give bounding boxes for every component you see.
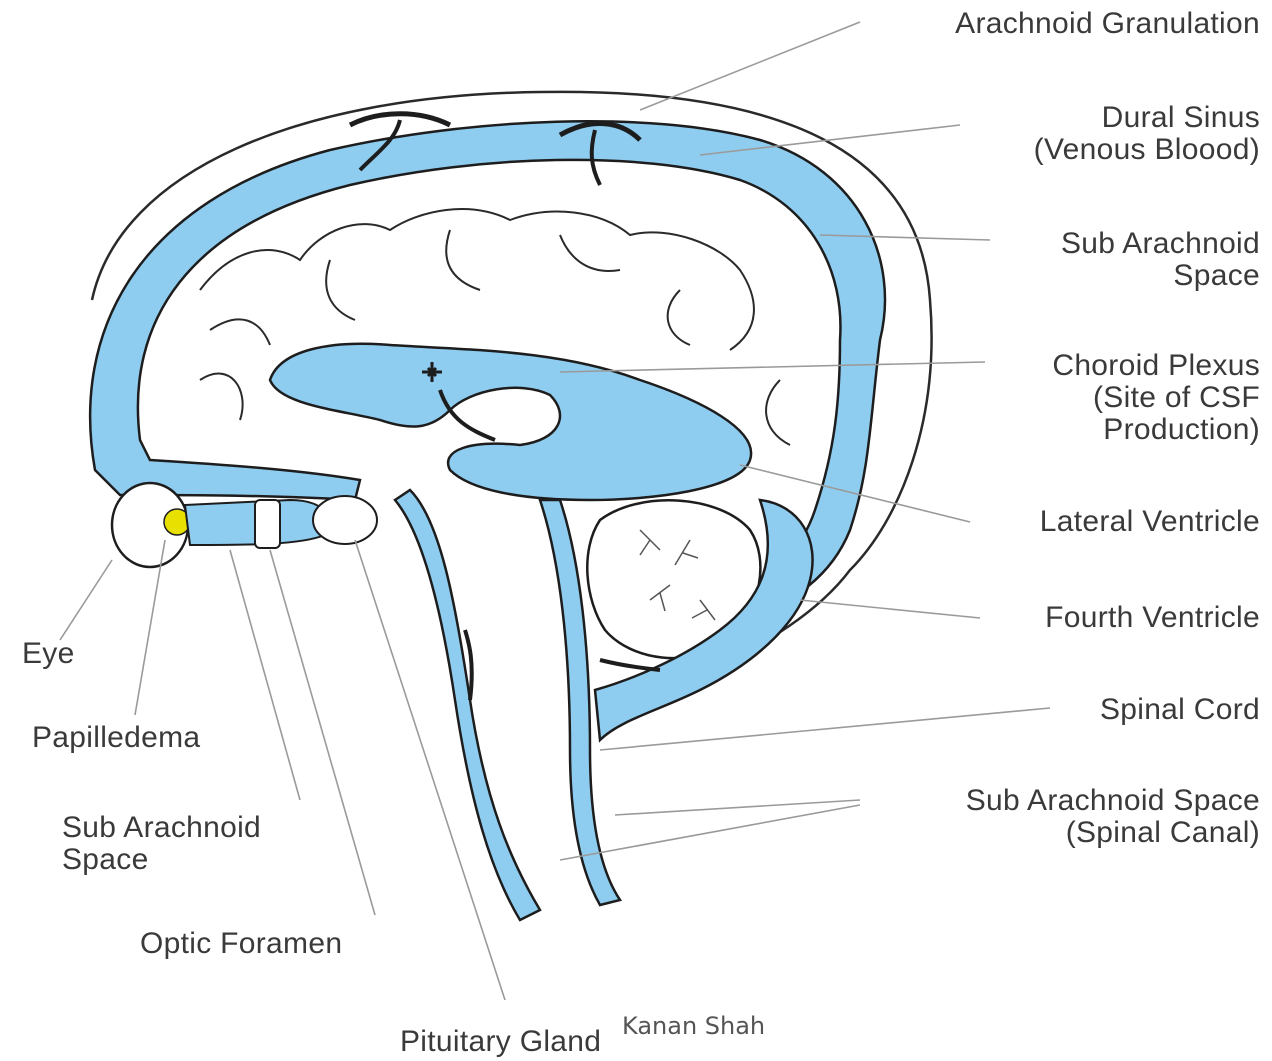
pituitary-region	[313, 496, 377, 544]
label-spinal-cord: Spinal Cord	[900, 694, 1260, 726]
label-dural-sinus-line2: (Venous Bloood)	[900, 134, 1260, 166]
label-sub-arachnoid-space-left: Sub Arachnoid Space	[62, 812, 261, 876]
flow-arrow-fourth	[600, 660, 660, 670]
label-pituitary-gland: Pituitary Gland	[400, 1026, 601, 1058]
author-credit: Kanan Shah	[622, 1012, 765, 1040]
label-sub-arachnoid-space-right: Sub Arachnoid Space	[900, 228, 1260, 292]
label-sub-arachnoid-space-spinal: Sub Arachnoid Space (Spinal Canal)	[860, 785, 1260, 849]
label-sub-arachnoid-right-line2: Space	[900, 260, 1260, 292]
label-fourth-ventricle: Fourth Ventricle	[900, 602, 1260, 634]
label-sub-arachnoid-left-line2: Space	[62, 844, 261, 876]
label-eye: Eye	[22, 638, 75, 670]
label-papilledema: Papilledema	[32, 722, 200, 754]
label-sub-arachnoid-left-line1: Sub Arachnoid	[62, 812, 261, 844]
label-choroid-plexus-line2: (Site of CSF	[900, 382, 1260, 414]
label-optic-foramen: Optic Foramen	[140, 928, 342, 960]
spinal-canal	[395, 490, 540, 920]
label-choroid-plexus: Choroid Plexus (Site of CSF Production)	[900, 350, 1260, 446]
label-arachnoid-granulation: Arachnoid Granulation	[860, 8, 1260, 40]
label-sub-arachnoid-spinal-line2: (Spinal Canal)	[860, 817, 1260, 849]
label-dural-sinus: Dural Sinus (Venous Bloood)	[900, 102, 1260, 166]
label-dural-sinus-line1: Dural Sinus	[900, 102, 1260, 134]
optic-foramen-ring	[255, 500, 280, 548]
label-choroid-plexus-line1: Choroid Plexus	[900, 350, 1260, 382]
label-lateral-ventricle: Lateral Ventricle	[900, 506, 1260, 538]
label-sub-arachnoid-right-line1: Sub Arachnoid	[900, 228, 1260, 260]
label-sub-arachnoid-spinal-line1: Sub Arachnoid Space	[860, 785, 1260, 817]
label-choroid-plexus-line3: Production)	[900, 414, 1260, 446]
